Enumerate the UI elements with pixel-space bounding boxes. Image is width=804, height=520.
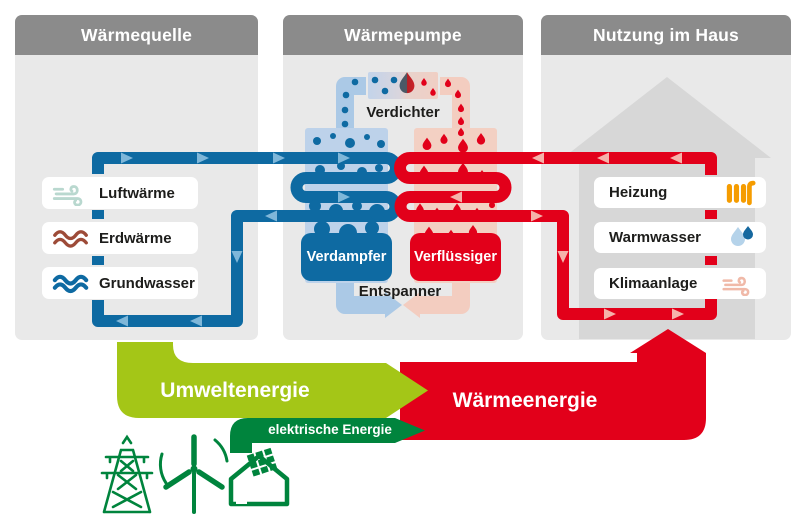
panel-heat-source-title: Wärmequelle [15,15,258,55]
environment-energy-arrow [117,342,428,418]
panel-heat-pump-title: Wärmepumpe [283,15,523,55]
heat-energy-arrow [400,329,706,440]
power-pylon-icon [100,434,154,514]
panel-heat-pump: Wärmepumpe [283,15,523,340]
electric-energy-label: elektrische Energie [268,422,392,437]
heat-energy-label: Wärmeenergie [452,389,598,412]
panel-heat-source: Wärmequelle [15,15,258,340]
wind-turbine-icon [158,434,229,514]
solar-panel-house-icon [228,447,290,507]
electric-energy-arrow [230,418,425,453]
environment-energy-label: Umweltenergie [160,379,310,402]
panel-house-usage-title: Nutzung im Haus [541,15,791,55]
panel-house-usage: Nutzung im Haus [541,15,791,340]
